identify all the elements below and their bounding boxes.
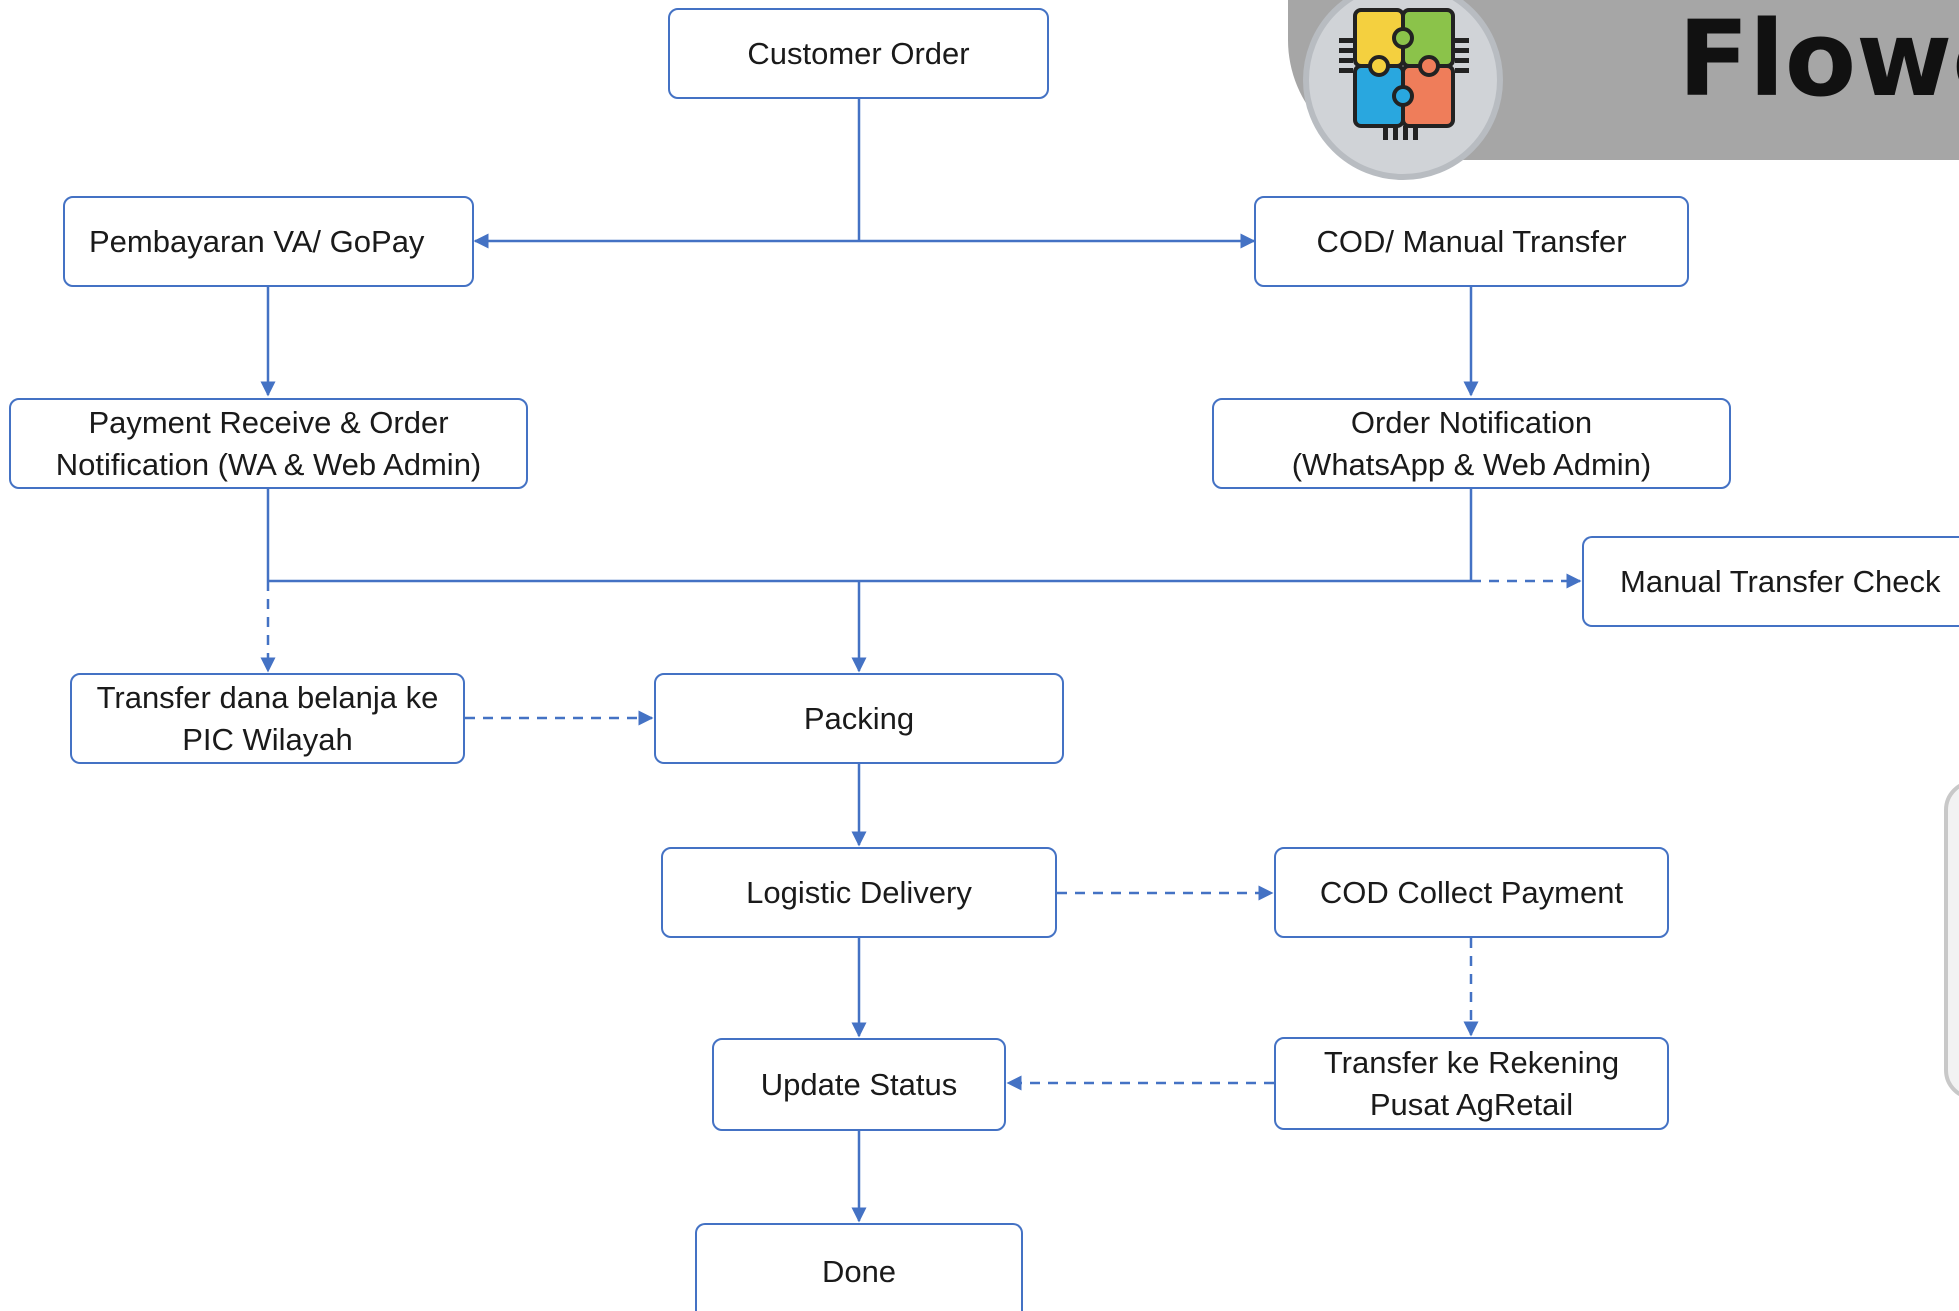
node-customer-order: Customer Order <box>668 8 1049 99</box>
node-update-status: Update Status <box>712 1038 1006 1131</box>
node-logistic-delivery: Logistic Delivery <box>661 847 1057 938</box>
node-transfer-dana: Transfer dana belanja ke PIC Wilayah <box>70 673 465 764</box>
node-done: Done <box>695 1223 1023 1311</box>
node-packing: Packing <box>654 673 1064 764</box>
node-payment-receive: Payment Receive & Order Notification (WA… <box>9 398 528 489</box>
node-pembayaran-va-gopay: Pembayaran VA/ GoPay <box>63 196 474 287</box>
node-cod-manual-transfer: COD/ Manual Transfer <box>1254 196 1689 287</box>
puzzle-chip-icon <box>1339 8 1469 140</box>
logo-badge <box>1303 0 1503 180</box>
node-order-notification: Order Notification (WhatsApp & Web Admin… <box>1212 398 1731 489</box>
node-cod-collect-payment: COD Collect Payment <box>1274 847 1669 938</box>
node-manual-transfer-check: Manual Transfer Check <box>1582 536 1959 627</box>
decorative-side-shape <box>1944 780 1959 1100</box>
node-transfer-rekening: Transfer ke Rekening Pusat AgRetail <box>1274 1037 1669 1130</box>
page-title: Flowc <box>1678 0 1959 120</box>
